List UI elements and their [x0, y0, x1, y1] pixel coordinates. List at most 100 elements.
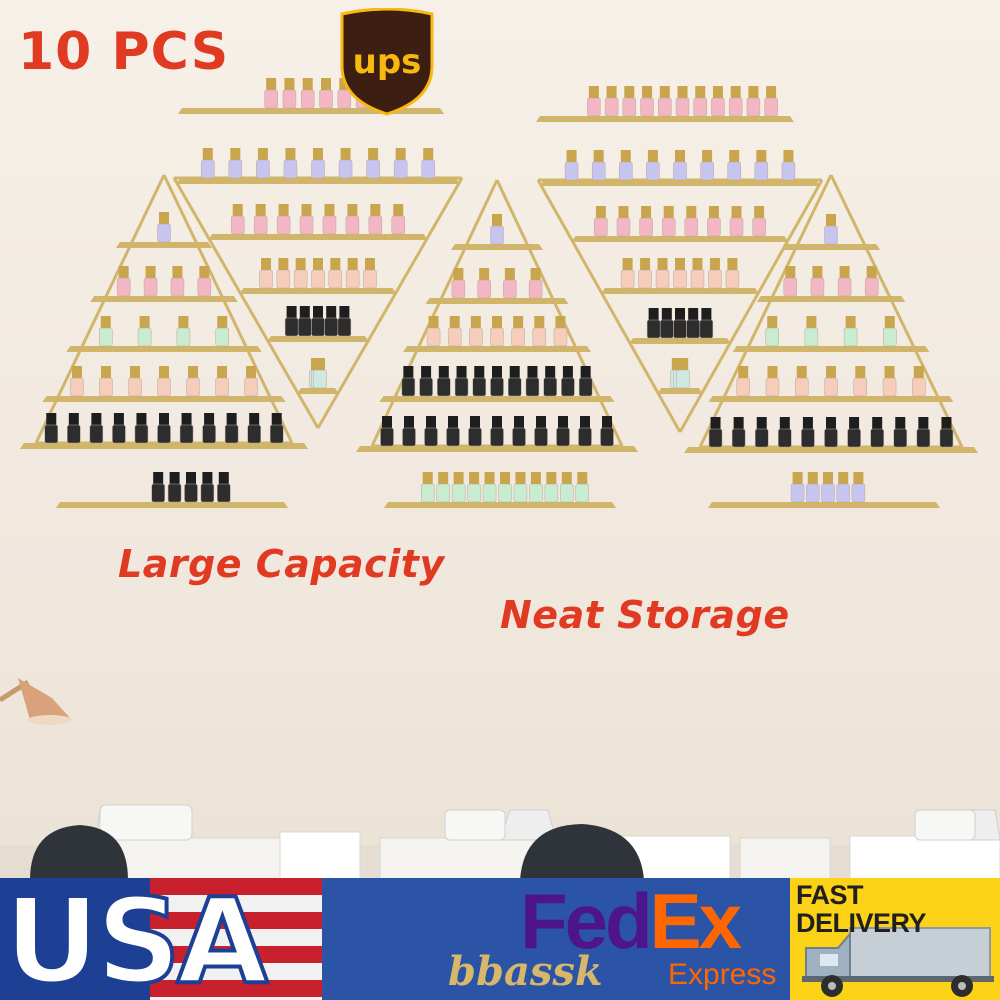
nail-polish-bottle-icon: [528, 268, 543, 299]
nail-polish-bottle-icon: [660, 308, 674, 339]
fedex-logo: FedEx: [520, 876, 742, 967]
nail-polish-bottle-icon: [764, 86, 778, 117]
nail-polish-bottle-icon: [98, 316, 113, 347]
nail-polish-bottle-icon: [707, 206, 721, 237]
rack-shelf: [384, 502, 616, 508]
rack-shelf: [540, 180, 820, 186]
nail-polish-bottle-icon: [420, 472, 435, 503]
nail-polish-bottle-icon: [116, 266, 131, 297]
nail-polish-bottle-icon: [503, 268, 517, 299]
rack-shelf: [42, 396, 286, 402]
nail-polish-bottle-icon: [284, 306, 299, 337]
delivery-truck-icon: [802, 927, 994, 997]
nail-polish-bottle-icon: [426, 316, 441, 347]
rack-shelf: [684, 447, 978, 453]
nail-polish-bottle-icon: [578, 416, 592, 447]
rack-frame: [678, 179, 824, 433]
nail-polish-bottle-icon: [746, 86, 761, 117]
nail-polish-bottle-icon: [451, 268, 466, 299]
rack-shelf: [267, 336, 369, 342]
rack-shelf: [208, 234, 428, 240]
nail-polish-bottle-icon: [468, 416, 482, 447]
nail-polish-bottle-icon: [167, 472, 182, 503]
nail-polish-bottle-icon: [646, 308, 661, 339]
nail-polish-bottle-icon: [622, 86, 637, 117]
nail-polish-bottle-icon: [591, 150, 606, 181]
fedex-logo-fed: Fed: [520, 877, 653, 965]
nail-polish-bottle-icon: [727, 150, 741, 181]
nail-polish-bottle-icon: [836, 472, 850, 503]
nail-polish-bottle-icon: [311, 306, 325, 337]
nail-polish-bottle-icon: [201, 148, 215, 179]
nail-polish-bottle-icon: [600, 416, 614, 447]
rack-shelf: [629, 338, 731, 344]
nail-polish-bottle-icon: [311, 148, 325, 179]
nail-polish-bottle-icon: [560, 472, 574, 503]
nail-polish-bottle-icon: [244, 366, 258, 397]
nail-polish-bottle-icon: [725, 258, 740, 289]
nail-polish-bottle-icon: [824, 366, 838, 397]
nail-polish-bottle-icon: [851, 472, 866, 503]
nail-polish-racks: [20, 78, 978, 508]
nail-polish-bottle-icon: [224, 413, 239, 444]
nail-polish-bottle-icon: [157, 212, 171, 243]
nail-polish-bottle-icon: [686, 308, 700, 339]
rack-frame: [172, 177, 320, 429]
nail-polish-bottle-icon: [298, 306, 312, 337]
rack-shelf: [90, 296, 238, 302]
nail-polish-bottle-icon: [176, 316, 191, 347]
seller-watermark: bbassk: [448, 948, 603, 995]
nail-polish-bottle-icon: [368, 204, 383, 235]
nail-polish-bottle-icon: [824, 214, 838, 245]
nail-polish-bottle-icon: [70, 366, 84, 397]
nail-polish-bottle-icon: [311, 258, 325, 289]
nail-polish-bottle-icon: [661, 206, 676, 237]
nail-polish-bottle-icon: [544, 472, 559, 503]
rack-shelf: [708, 396, 954, 402]
nail-polish-bottle-icon: [89, 413, 104, 444]
nail-polish-bottle-icon: [247, 413, 261, 444]
nail-polish-bottle-icon: [217, 472, 231, 503]
nail-polish-bottle-icon: [655, 258, 670, 289]
nail-polish-bottle-icon: [313, 358, 327, 389]
nail-polish-bottle-icon: [801, 417, 815, 448]
nail-polish-bottle-icon: [575, 472, 590, 503]
nail-polish-bottle-icon: [939, 417, 954, 448]
nail-polish-bottle-icon: [754, 150, 769, 181]
nail-polish-bottle-icon: [128, 366, 142, 397]
nail-polish-bottle-icon: [322, 204, 337, 235]
rack-shelf: [781, 244, 881, 250]
nail-polish-bottle-icon: [490, 316, 504, 347]
nail-polish-bottle-icon: [319, 78, 333, 109]
nail-polish-bottle-icon: [393, 148, 408, 179]
nail-polish-bottle-icon: [781, 150, 796, 181]
nail-polish-bottle-icon: [421, 148, 435, 179]
nail-polish-bottle-icon: [824, 417, 838, 448]
rack-shelf: [708, 502, 940, 508]
rack-shelf: [571, 236, 789, 242]
rack-shelf: [239, 288, 397, 294]
nail-polish-bottle-icon: [639, 206, 653, 237]
nail-polish-bottle-icon: [765, 316, 779, 347]
nail-polish-bottle-icon: [157, 413, 171, 444]
rack-shelf: [450, 244, 544, 250]
nail-polish-bottle-icon: [616, 206, 631, 237]
nail-polish-bottle-icon: [366, 148, 380, 179]
nail-polish-bottle-icon: [708, 258, 722, 289]
nail-polish-bottle-icon: [646, 150, 660, 181]
nail-polish-bottle-icon: [883, 316, 897, 347]
nail-polish-bottle-icon: [99, 366, 113, 397]
nail-polish-bottle-icon: [345, 204, 360, 235]
nail-polish-bottle-icon: [112, 413, 126, 444]
nail-polish-bottle-icon: [843, 316, 858, 347]
nail-polish-bottle-icon: [200, 472, 215, 503]
nail-polish-bottle-icon: [700, 150, 714, 181]
nail-polish-bottle-icon: [338, 148, 353, 179]
rack-shelf: [536, 116, 794, 122]
nail-polish-bottle-icon: [363, 258, 377, 289]
nail-polish-bottle-icon: [482, 472, 497, 503]
nail-polish-bottle-icon: [594, 206, 608, 237]
nail-polish-bottle-icon: [561, 366, 575, 397]
rack-frame: [536, 179, 682, 433]
